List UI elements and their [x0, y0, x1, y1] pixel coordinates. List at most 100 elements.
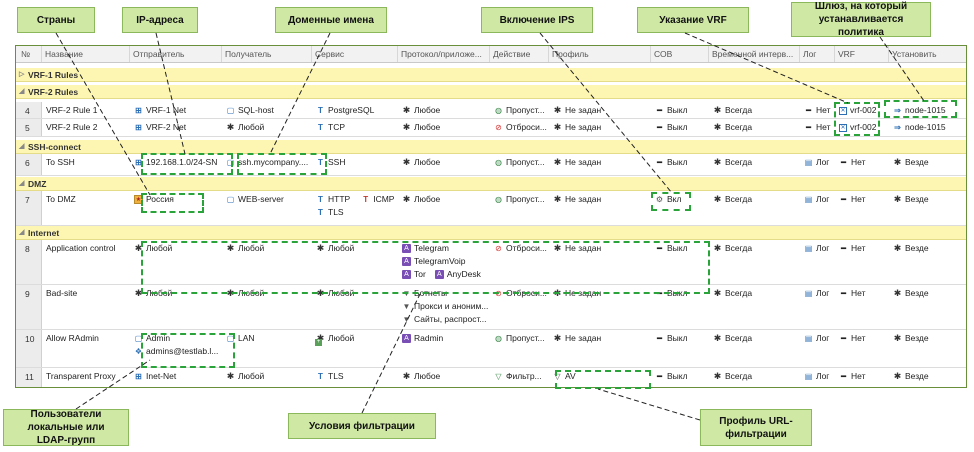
col-time[interactable]: Временной интерв...: [709, 46, 800, 62]
cell-log[interactable]: ▤Лог: [800, 332, 835, 345]
col-service[interactable]: Сервис: [312, 46, 398, 62]
cell-profile[interactable]: ✱Не задан: [549, 121, 651, 134]
cell-install[interactable]: ⇒node-1015: [889, 104, 966, 117]
col-name[interactable]: Название: [42, 46, 130, 62]
cell-sender[interactable]: ▢Admin❖admins@testlab.l...: [130, 332, 222, 358]
cell-protocol[interactable]: ✱Любое: [398, 193, 490, 206]
cell-sender[interactable]: ⊞VRF-2 Net: [130, 121, 222, 134]
cell-install[interactable]: ✱Везде: [889, 193, 966, 206]
cell-receiver[interactable]: ▢ssh.mycompany....: [222, 156, 312, 169]
cell-vrf[interactable]: ━Нет: [835, 287, 889, 300]
cell-log[interactable]: ━Нет: [800, 121, 835, 134]
cell-sender[interactable]: ⊞VRF-1 Net: [130, 104, 222, 117]
cell-profile[interactable]: ✱Не задан: [549, 104, 651, 117]
cell-ips[interactable]: ━Выкл: [651, 156, 709, 169]
cell-action[interactable]: ◍Пропуст...: [490, 156, 549, 169]
cell-vrf[interactable]: ━Нет: [835, 242, 889, 255]
collapse-icon[interactable]: ◢: [19, 143, 25, 150]
cell-protocol[interactable]: ✱Любое: [398, 370, 490, 383]
cell-vrf[interactable]: ━Нет: [835, 332, 889, 345]
cell-ips[interactable]: ━Выкл: [651, 121, 709, 134]
cell-ips[interactable]: ⚙Вкл: [651, 193, 709, 206]
cell-vrf[interactable]: ✕vrf-002: [835, 121, 889, 134]
cell-action[interactable]: ◍Пропуст...: [490, 193, 549, 206]
col-protocol[interactable]: Протокол/приложе...: [398, 46, 490, 62]
group-row-ssh[interactable]: ◢SSH-connect: [16, 140, 966, 154]
cell-time[interactable]: ✱Всегда: [709, 242, 800, 255]
cell-time[interactable]: ✱Всегда: [709, 156, 800, 169]
cell-name[interactable]: Bad-site: [42, 287, 130, 300]
collapse-icon[interactable]: ◢: [19, 88, 25, 95]
cell-install[interactable]: ✱Везде: [889, 370, 966, 383]
group-row-vrf2[interactable]: ◢VRF-2 Rules: [16, 85, 966, 99]
cell-time[interactable]: ✱Всегда: [709, 287, 800, 300]
cell-ips[interactable]: ━Выкл: [651, 370, 709, 383]
cell-sender[interactable]: ✱Любой: [130, 242, 222, 255]
cell-name[interactable]: VRF-2 Rule 1: [42, 104, 130, 117]
cell-log[interactable]: ▤Лог: [800, 242, 835, 255]
col-receiver[interactable]: Получатель: [222, 46, 312, 62]
cell-install[interactable]: ✱Везде: [889, 332, 966, 345]
cell-time[interactable]: ✱Всегда: [709, 193, 800, 206]
cell-action[interactable]: ◍Пропуст...: [490, 332, 549, 345]
add-icon[interactable]: +: [315, 339, 322, 346]
cell-receiver[interactable]: ✱Любой: [222, 370, 312, 383]
cell-receiver[interactable]: ▢LAN: [222, 332, 312, 345]
cell-install[interactable]: ✱Везде: [889, 242, 966, 255]
cell-name[interactable]: Application control: [42, 242, 130, 255]
cell-log[interactable]: ▤Лог: [800, 287, 835, 300]
cell-time[interactable]: ✱Всегда: [709, 104, 800, 117]
cell-profile[interactable]: ✱Не задан: [549, 242, 651, 255]
expand-icon[interactable]: ▷: [19, 71, 25, 78]
cell-time[interactable]: ✱Всегда: [709, 121, 800, 134]
cell-action[interactable]: ◍Пропуст...: [490, 104, 549, 117]
cell-action[interactable]: ⊘Отброси...: [490, 242, 549, 255]
cell-service[interactable]: ✱Любой: [312, 242, 398, 255]
cell-vrf[interactable]: ━Нет: [835, 156, 889, 169]
cell-time[interactable]: ✱Всегда: [709, 370, 800, 383]
group-row-dmz[interactable]: ◢DMZ: [16, 177, 966, 191]
col-log[interactable]: Лог: [800, 46, 835, 62]
collapse-icon[interactable]: ◢: [19, 229, 25, 236]
cell-log[interactable]: ▤Лог: [800, 156, 835, 169]
cell-profile[interactable]: ✱Не задан: [549, 156, 651, 169]
cell-profile[interactable]: ▽AV: [549, 370, 651, 383]
cell-log[interactable]: ━Нет: [800, 104, 835, 117]
cell-receiver[interactable]: ✱Любой: [222, 242, 312, 255]
cell-name[interactable]: Allow RAdmin: [42, 332, 130, 345]
cell-receiver[interactable]: ▢SQL-host: [222, 104, 312, 117]
col-sender[interactable]: Отправитель: [130, 46, 222, 62]
group-row-vrf1[interactable]: ▷VRF-1 Rules: [16, 68, 966, 82]
group-row-internet[interactable]: ◢Internet: [16, 226, 966, 240]
cell-receiver[interactable]: ▢WEB-server: [222, 193, 312, 206]
cell-name[interactable]: Transparent Proxy: [42, 370, 130, 383]
cell-service[interactable]: ✱Любой: [312, 332, 398, 345]
cell-install[interactable]: ✱Везде: [889, 287, 966, 300]
cell-time[interactable]: ✱Всегда: [709, 332, 800, 345]
cell-vrf[interactable]: ━Нет: [835, 193, 889, 206]
col-profile[interactable]: Профиль: [549, 46, 651, 62]
cell-install[interactable]: ⇒node-1015: [889, 121, 966, 134]
cell-profile[interactable]: ✱Не задан: [549, 332, 651, 345]
cell-vrf[interactable]: ━Нет: [835, 370, 889, 383]
collapse-icon[interactable]: ◢: [19, 180, 25, 187]
cell-protocol[interactable]: ✱Любое: [398, 104, 490, 117]
col-vrf[interactable]: VRF: [835, 46, 889, 62]
cell-protocol[interactable]: ✱Любое: [398, 156, 490, 169]
cell-name[interactable]: To SSH: [42, 156, 130, 169]
cell-ips[interactable]: ━Выкл: [651, 332, 709, 345]
cell-action[interactable]: ▽Фильтр...: [490, 370, 549, 383]
col-action[interactable]: Действие: [490, 46, 549, 62]
col-number[interactable]: №: [16, 46, 42, 62]
cell-install[interactable]: ✱Везде: [889, 156, 966, 169]
cell-ips[interactable]: ━Выкл: [651, 104, 709, 117]
